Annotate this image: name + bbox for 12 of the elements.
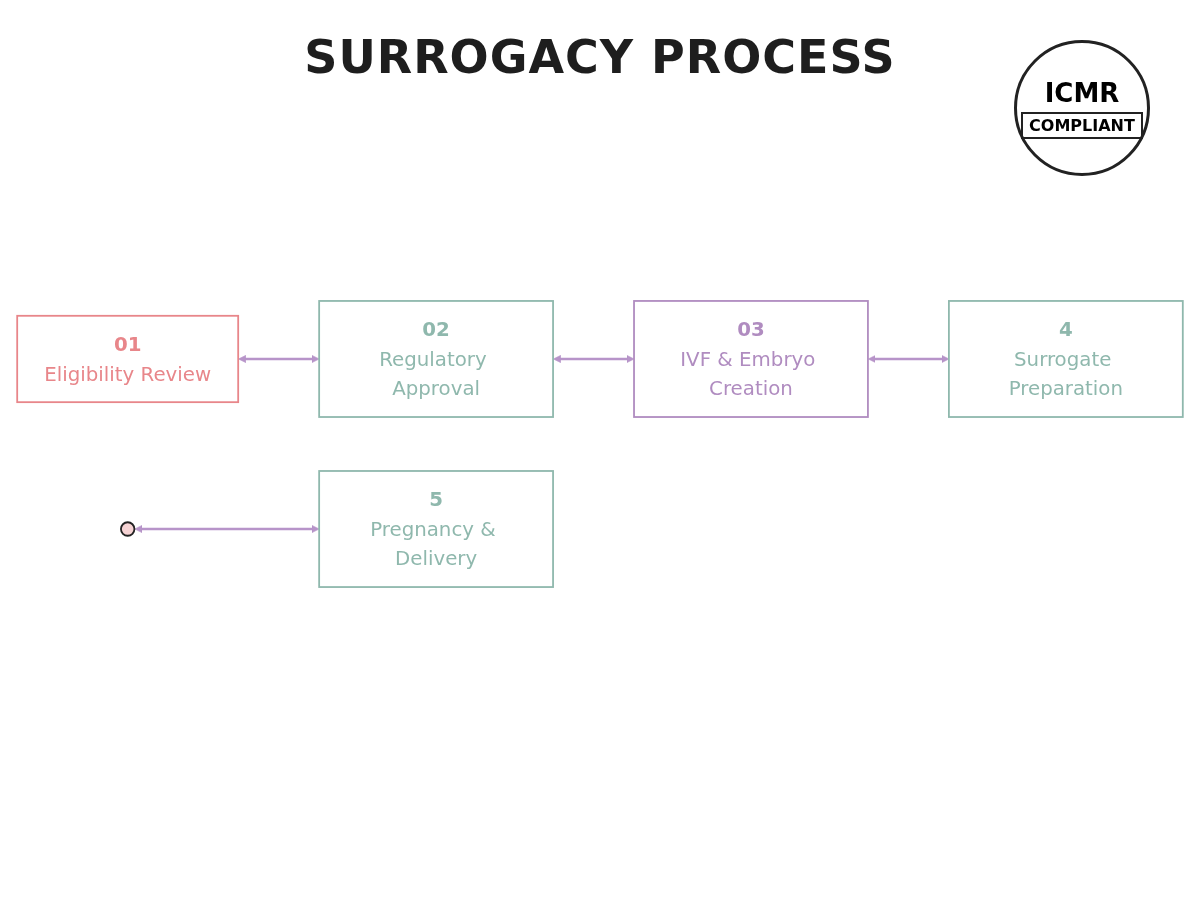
- arrow: [553, 355, 635, 363]
- stamp-banner-text: COMPLIANT: [1021, 111, 1143, 139]
- stamp-text: ICMR: [1044, 77, 1120, 108]
- node-box: 01 Eligibility Review: [16, 314, 240, 404]
- arrow: [238, 355, 320, 363]
- node-box: 4 Surrogate Preparation: [948, 300, 1184, 418]
- node-box: 5 Pregnancy & Delivery: [318, 470, 554, 588]
- arrow: [134, 525, 320, 533]
- node-person: [120, 521, 136, 537]
- node-box: 02 Regulatory Approval: [318, 300, 554, 418]
- diagram-title: SURROGACY PROCESS: [303, 30, 897, 84]
- node-box: 03 IVF & Embryo Creation: [633, 300, 869, 418]
